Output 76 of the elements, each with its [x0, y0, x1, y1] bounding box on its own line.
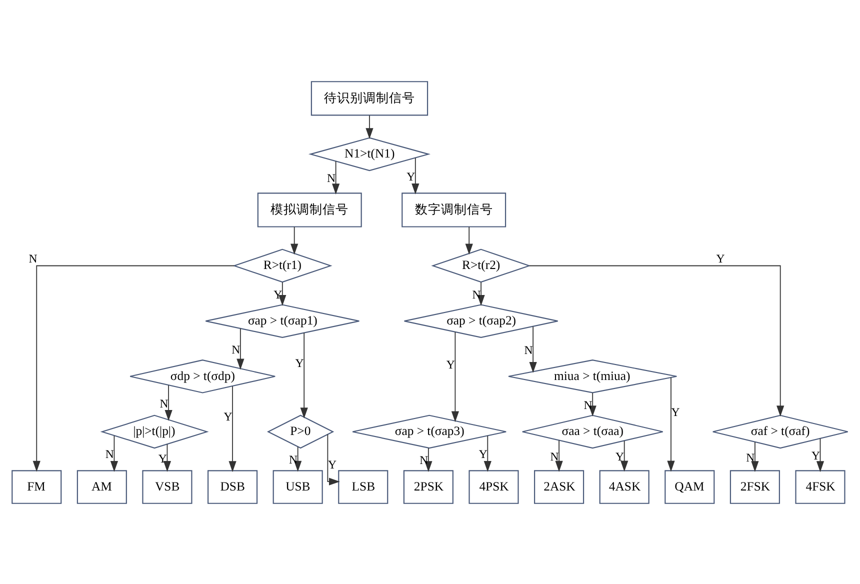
arrow	[412, 156, 420, 194]
node-box: AM	[76, 470, 127, 504]
edge-label: N	[524, 342, 533, 356]
edge-label: Y	[616, 448, 624, 463]
node-box: 2FSK	[730, 470, 780, 504]
node-box: FM	[12, 470, 62, 504]
arrow	[32, 264, 235, 472]
node-diamond: σap > t(σap1)	[205, 304, 360, 338]
node-box: 数字调制信号	[402, 192, 506, 227]
node-diamond: miua > t(miua)	[508, 359, 678, 393]
arrow	[228, 385, 236, 472]
arrow	[620, 440, 628, 472]
edge-label: N	[105, 446, 114, 461]
arrow	[290, 226, 298, 254]
node-diamond: σap > t(σap3)	[352, 414, 507, 448]
node-diamond: R>t(r1)	[232, 248, 332, 282]
arrow	[588, 392, 596, 416]
arrow	[327, 433, 340, 485]
edge-label: Y	[274, 286, 282, 301]
node-box: 4ASK	[599, 470, 650, 504]
arrow	[484, 434, 492, 472]
edge-label: Y	[295, 356, 304, 370]
arrow	[278, 281, 286, 306]
arrow	[465, 226, 473, 254]
arrow	[424, 447, 432, 472]
arrow	[816, 438, 824, 472]
node-diamond: N1>t(N1)	[308, 136, 430, 171]
arrow	[751, 441, 759, 472]
node-diamond: R>t(r2)	[431, 248, 531, 282]
node-box: 4PSK	[468, 470, 519, 504]
edge-label: N	[160, 396, 168, 410]
node-diamond: |p|>t(|p|)	[100, 414, 209, 448]
edge-label: Y	[671, 404, 680, 419]
node-diamond: σaf > t(σaf)	[712, 414, 848, 448]
node-box: DSB	[208, 470, 258, 504]
arrow	[451, 331, 459, 422]
arrow	[555, 439, 563, 472]
edge-label: N	[289, 452, 298, 466]
edge-label: Y	[224, 409, 232, 424]
node-box: QAM	[664, 470, 715, 504]
node-box: 待识别调制信号	[310, 80, 428, 116]
edge-label: Y	[716, 250, 725, 265]
node-box: 2ASK	[534, 470, 584, 504]
node-box: 模拟调制信号	[257, 192, 362, 227]
node-diamond: σaa > t(σaa)	[522, 414, 664, 448]
node-box: 4FSK	[795, 470, 846, 504]
edge-label: N	[550, 448, 559, 463]
arrow	[529, 326, 537, 372]
edge-label: N	[746, 450, 755, 464]
arrow	[300, 332, 308, 418]
node-box: 2PSK	[403, 470, 454, 504]
arrow	[110, 434, 118, 472]
arrow	[332, 160, 340, 194]
edge-label: N	[327, 170, 336, 185]
arrow	[529, 264, 784, 416]
node-box: USB	[272, 470, 323, 504]
node-diamond: P>0	[266, 414, 334, 448]
edge-label: Y	[406, 168, 416, 183]
arrow	[163, 443, 172, 472]
edge-label: Y	[328, 456, 336, 471]
edge-label: Y	[446, 357, 455, 372]
node-box: LSB	[338, 470, 388, 504]
edge-label: Y	[478, 446, 488, 461]
arrow	[366, 114, 374, 138]
node-diamond: σap > t(σap2)	[404, 304, 558, 338]
edge-label: N	[584, 397, 592, 412]
edge-label: N	[232, 342, 240, 356]
arrow	[236, 328, 244, 370]
edge-label: N	[472, 286, 481, 301]
node-box: VSB	[142, 470, 192, 504]
edge-label: Y	[158, 450, 167, 465]
arrow	[164, 384, 172, 420]
edge-label: N	[420, 452, 428, 467]
edge-label: N	[28, 250, 38, 265]
edge-label: Y	[811, 448, 820, 462]
arrow	[667, 376, 675, 472]
